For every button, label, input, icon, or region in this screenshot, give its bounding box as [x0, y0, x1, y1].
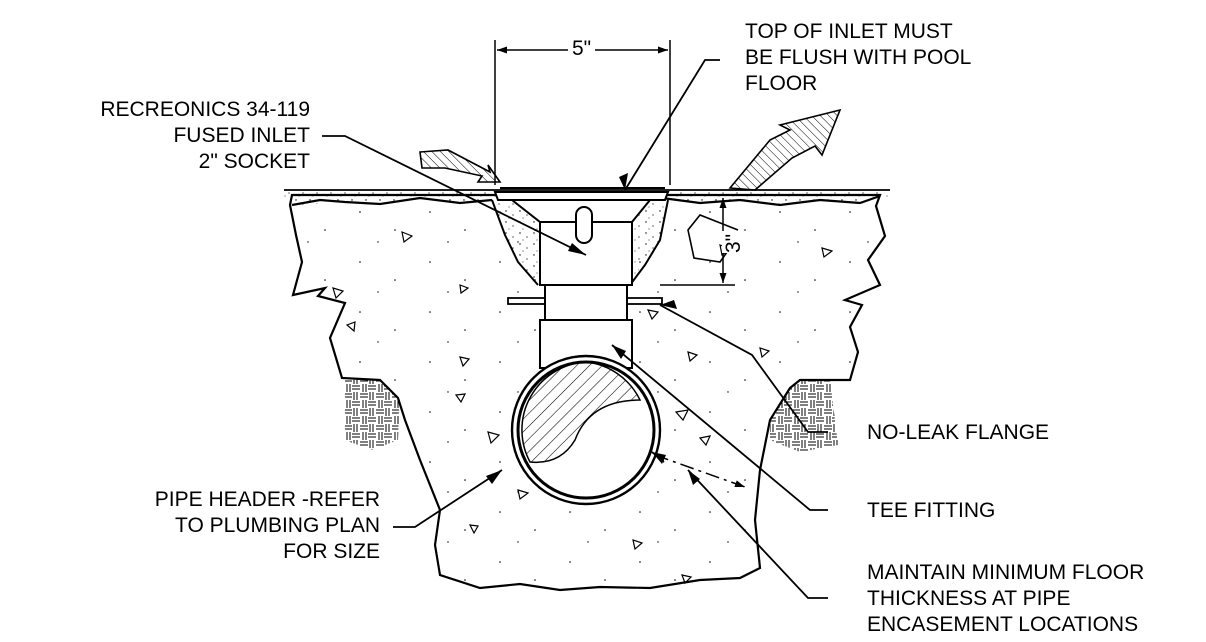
leaders — [322, 59, 828, 599]
label-pipe-header: PIPE HEADER -REFER TO PLUMBING PLAN FOR … — [154, 488, 380, 563]
flow-arrow-left — [419, 149, 502, 183]
pipe-header-section — [521, 361, 642, 464]
inlet-slot — [575, 206, 593, 244]
label-top-of-inlet: TOP OF INLET MUST BE FLUSH WITH POOL FLO… — [745, 20, 972, 95]
label-recreonics-inlet: RECREONICS 34-119 FUSED INLET 2" SOCKET — [100, 98, 310, 173]
soil-left — [345, 378, 400, 450]
inlet-flange-top — [493, 191, 670, 201]
dimension-width-label: 5" — [568, 37, 596, 61]
inlet-body — [539, 221, 633, 286]
soil-right — [770, 380, 838, 452]
label-no-leak-flange: NO-LEAK FLANGE — [867, 421, 1050, 444]
label-maintain-thickness: MAINTAIN MINIMUM FLOOR THICKNESS AT PIPE… — [867, 561, 1145, 636]
label-tee-fitting: TEE FITTING — [867, 499, 996, 522]
aggregate-marks — [332, 231, 834, 585]
flow-arrow-right — [728, 108, 842, 191]
dimension-depth-label: 3" — [722, 231, 746, 253]
